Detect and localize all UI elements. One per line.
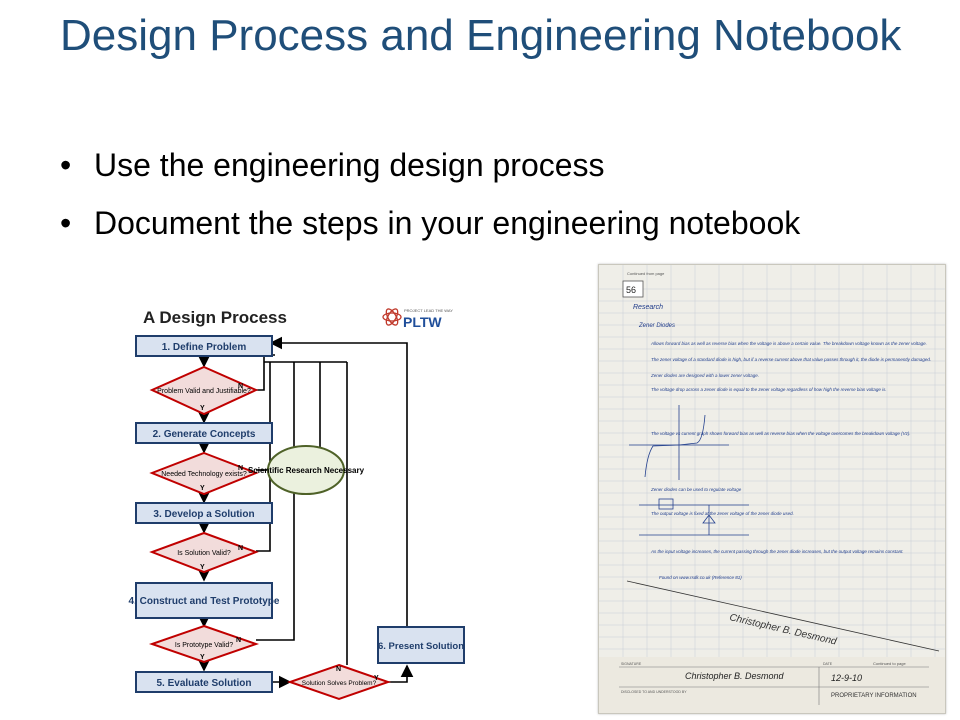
notebook-note: The voltage drop across a zener diode is… [651, 387, 887, 392]
pltw-logo: PROJECT LEAD THE WAY PLTW [382, 308, 453, 330]
engineering-notebook-page: 56 Continued from page Research Zener Di… [598, 264, 946, 714]
research-label: Scientific Research Necessary [248, 466, 365, 475]
regulator-sketch [639, 498, 749, 536]
step-box: 4. Construct and Test Prototype [129, 582, 280, 619]
no-label: N [236, 637, 241, 644]
decision-diamond: Solution Solves Problem? [286, 663, 392, 701]
step-box: 1. Define Problem [135, 335, 273, 357]
research-ellipse: Scientific Research Necessary [248, 445, 365, 495]
notebook-proprietary: PROPRIETARY INFORMATION [831, 693, 917, 699]
pltw-logo-text: PLTW [403, 314, 442, 330]
no-label: N [336, 666, 341, 673]
bullet-dot: • [60, 147, 72, 183]
bullet-dot: • [60, 205, 72, 241]
bullet-list: • Use the engineering design process • Doc… [60, 145, 900, 261]
step-label: 2. Generate Concepts [153, 429, 256, 440]
step-label: 4. Construct and Test Prototype [129, 596, 280, 607]
step-box: 6. Present Solution [377, 626, 465, 664]
design-process-flowchart: A Design Process PROJECT LEAD THE WAY PL… [129, 308, 465, 701]
notebook-note: The zener voltage of a standard diode is… [651, 357, 931, 362]
notebook-diagonal-signature: Christopher B. Desmond [728, 612, 838, 647]
decision-label: Is Solution Valid? [177, 550, 231, 557]
slide-title: Design Process and Engineering Notebook [60, 11, 902, 60]
bullet-text: Use the engineering design process [94, 147, 605, 183]
decision-label: Is Prototype Valid? [175, 642, 233, 649]
step-label: 5. Evaluate Solution [156, 678, 251, 689]
step-label: 6. Present Solution [378, 641, 464, 652]
notebook-note: The voltage vs current graph shows forwa… [651, 431, 911, 436]
yes-label: Y [200, 485, 205, 492]
decision-label: Solution Solves Problem? [302, 680, 377, 687]
step-label: 1. Define Problem [162, 342, 247, 353]
notebook-continued-to: Continued to page [873, 661, 906, 666]
decision-label: Problem Valid and Justifiable? [157, 388, 251, 395]
notebook-note: Zener diodes can be used to regulate vol… [650, 487, 742, 492]
notebook-note: As the input voltage increases, the curr… [650, 549, 904, 554]
yes-label: Y [200, 564, 205, 571]
notebook-date: 12-9-10 [831, 673, 862, 683]
decision-diamond: Is Solution Valid? [149, 531, 259, 574]
notebook-signature: Christopher B. Desmond [685, 671, 785, 681]
notebook-note: Found on www.rsdk.co.uk (Reference 81) [659, 575, 742, 580]
notebook-note: Allows forward bias as well as reverse b… [650, 341, 927, 346]
pltw-logo-small-text: PROJECT LEAD THE WAY [404, 308, 453, 313]
decision-label: Needed Technology exists? [161, 471, 247, 478]
notebook-signature-label: SIGNATURE [621, 662, 642, 666]
decision-diamond: Problem Valid and Justifiable? [149, 365, 259, 416]
step-box: 5. Evaluate Solution [135, 671, 273, 693]
bullet-text: Document the steps in your engineering n… [94, 205, 801, 241]
no-label: N [238, 545, 243, 552]
step-label: 3. Develop a Solution [153, 509, 254, 520]
notebook-continued-from: Continued from page [627, 271, 665, 276]
notebook-disclosed-label: DISCLOSED TO AND UNDERSTOOD BY [621, 690, 687, 694]
notebook-heading: Research [633, 304, 663, 311]
yes-label: Y [200, 405, 205, 412]
no-label: N [238, 465, 243, 472]
notebook-note: The output voltage is fixed at the zener… [651, 511, 794, 516]
decision-diamond: Needed Technology exists? [149, 451, 259, 496]
iv-curve-sketch [629, 405, 729, 480]
decision-diamond: Is Prototype Valid? [148, 624, 260, 664]
step-box: 3. Develop a Solution [135, 502, 273, 524]
notebook-page-number: 56 [626, 285, 636, 295]
notebook-date-label: DATE [823, 662, 833, 666]
bullet-item: • Document the steps in your engineering … [60, 203, 900, 243]
flowchart-title: A Design Process [143, 308, 287, 327]
yes-label: Y [200, 654, 205, 661]
bullet-item: • Use the engineering design process [60, 145, 900, 185]
notebook-subheading: Zener Diodes [638, 323, 675, 329]
notebook-note: Zener diodes are designed with a lower z… [650, 373, 759, 378]
step-box: 2. Generate Concepts [135, 422, 273, 444]
notebook-page-drawing: 56 Continued from page Research Zener Di… [599, 265, 945, 713]
no-label: N [238, 383, 243, 390]
yes-label: Y [374, 675, 379, 682]
